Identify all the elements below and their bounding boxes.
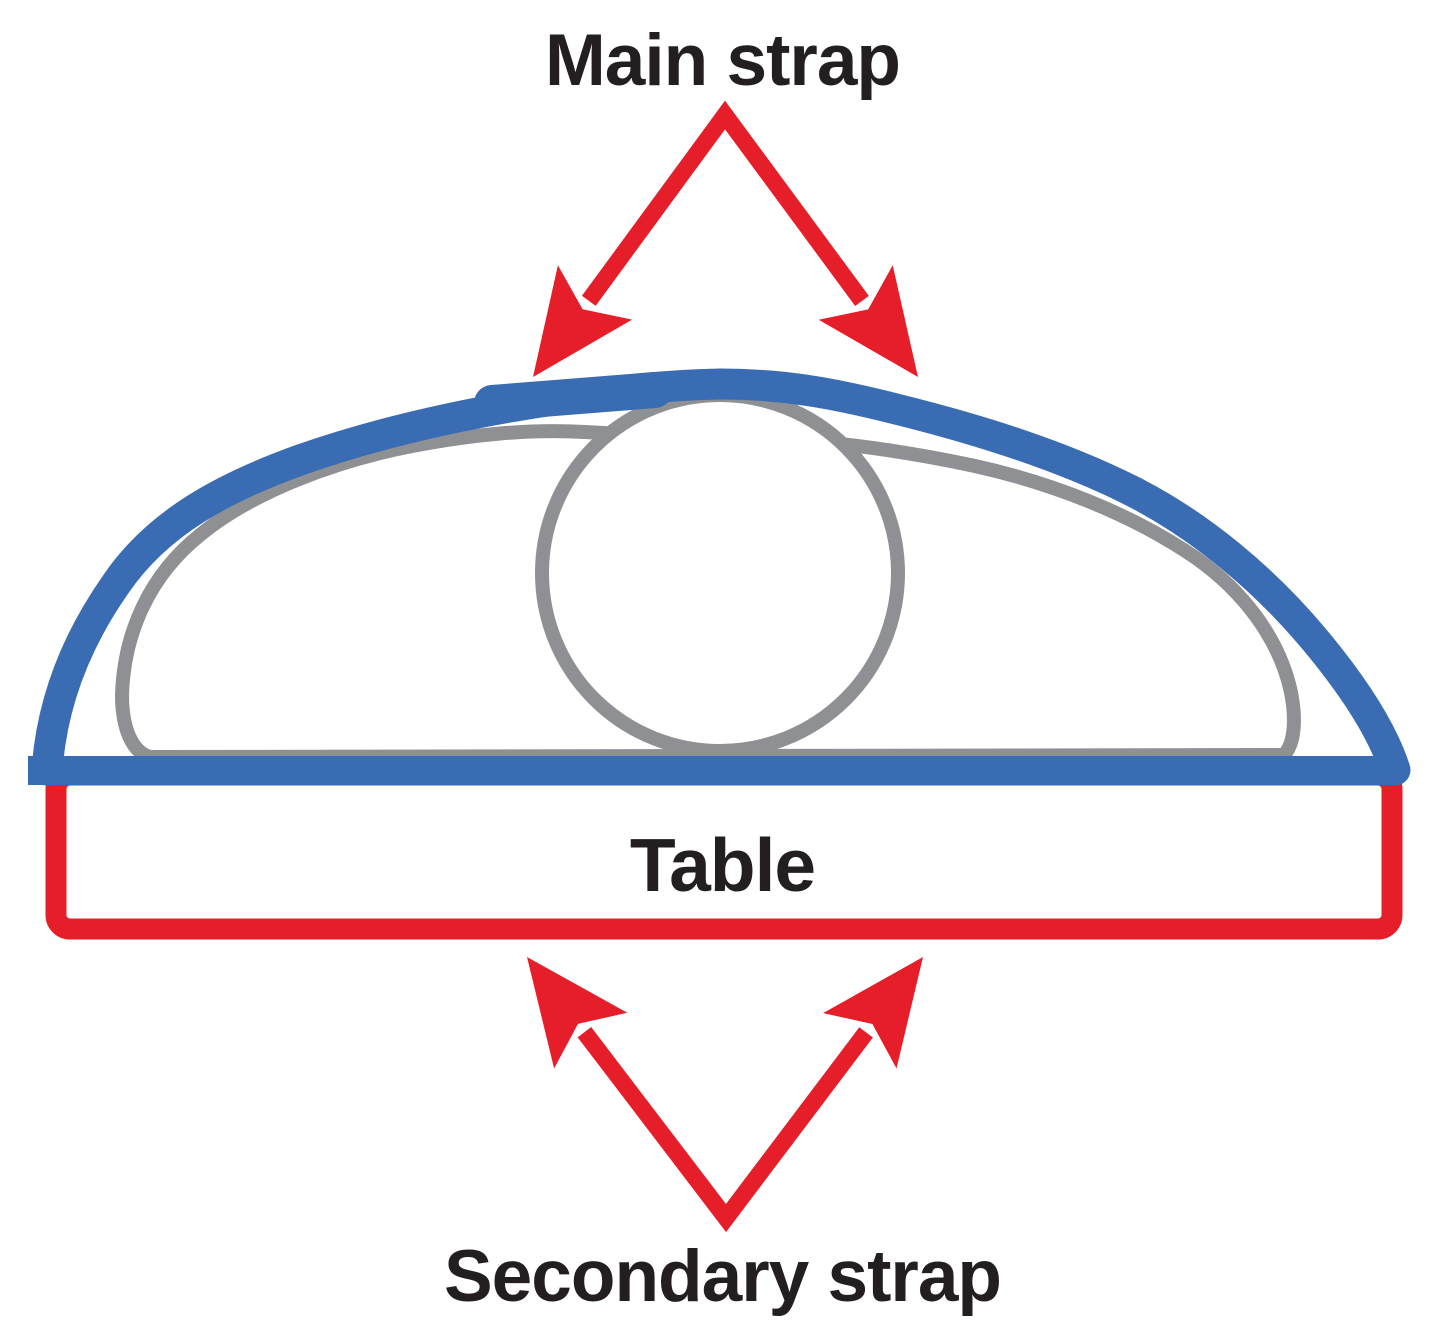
secondary-strap-pointer-lines bbox=[577, 1027, 873, 1233]
main-strap-pointer bbox=[533, 100, 918, 377]
main-strap-table-band bbox=[28, 756, 1400, 785]
main-strap-label: Main strap bbox=[544, 20, 901, 101]
secondary-strap-arrowhead-right-icon bbox=[823, 957, 923, 1069]
main-strap-curve bbox=[31, 368, 1411, 786]
secondary-strap-arrowhead-left-icon bbox=[527, 957, 628, 1069]
load-wheel-circle bbox=[535, 388, 905, 758]
main-strap-end-flap bbox=[474, 372, 673, 421]
table-label: Table bbox=[629, 823, 816, 907]
main-strap-pointer-lines bbox=[581, 100, 869, 306]
secondary-strap-pointer bbox=[527, 957, 923, 1233]
main-strap-arrowhead-left-icon bbox=[533, 265, 633, 377]
secondary-strap-label: Secondary strap bbox=[443, 1236, 1002, 1317]
main-strap-arrowhead-right-icon bbox=[818, 265, 918, 377]
